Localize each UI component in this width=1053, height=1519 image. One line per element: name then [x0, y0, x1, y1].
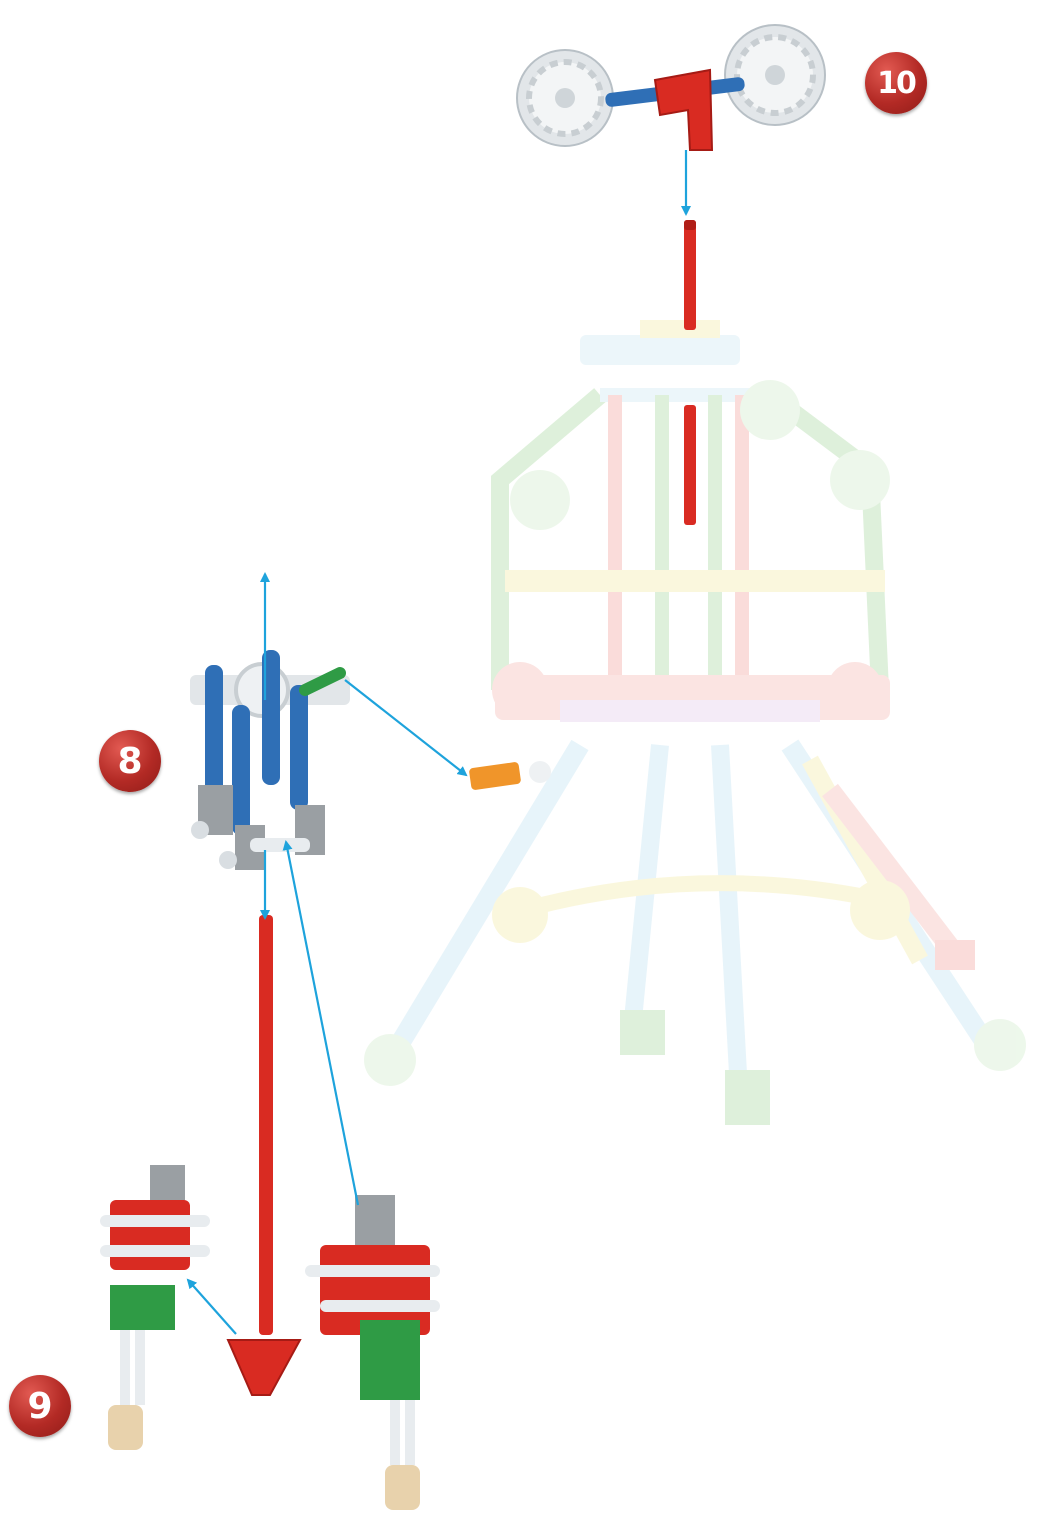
- step-number: 9: [27, 1386, 52, 1427]
- arrow-icon: [188, 1280, 236, 1334]
- step-number: 10: [877, 66, 915, 101]
- long-red-rod: [228, 915, 300, 1395]
- blue-rod-cluster: [190, 650, 350, 870]
- arrow-icon: [286, 842, 358, 1205]
- step-number: 8: [117, 741, 142, 782]
- arrow-icon: [345, 680, 466, 775]
- step-number-badge: 9: [9, 1375, 71, 1437]
- step-number-badge: 8: [99, 730, 161, 792]
- orange-connector: [469, 761, 551, 790]
- right-hinge-assembly: [305, 1195, 440, 1510]
- wheel-assembly: [517, 25, 825, 150]
- center-red-rod: [684, 220, 696, 525]
- left-hinge-assembly: [100, 1165, 210, 1450]
- gear-icon: [517, 50, 613, 146]
- step-number-badge: 10: [865, 52, 927, 114]
- gear-icon: [725, 25, 825, 125]
